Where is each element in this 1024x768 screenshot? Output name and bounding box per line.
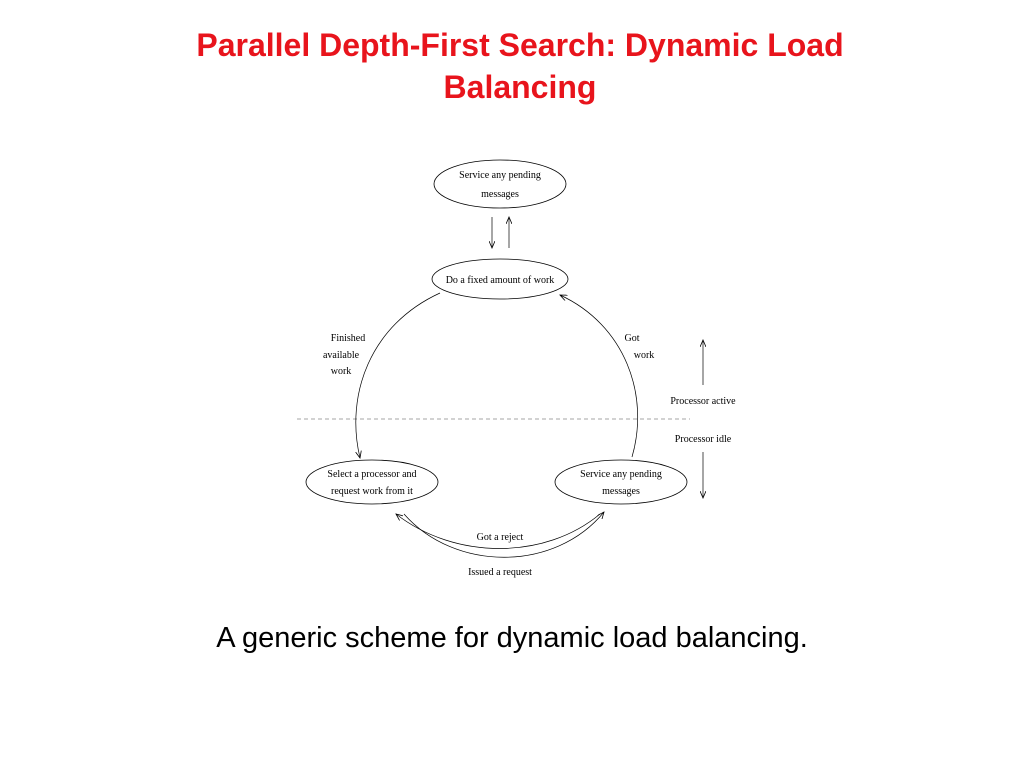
- label-got-work-line-2: work: [634, 350, 655, 361]
- slide-title-line-2: Balancing: [443, 69, 597, 105]
- node-service-bottom-line-2: messages: [602, 486, 640, 497]
- label-issued-request: Issued a request: [468, 567, 532, 578]
- label-got-work: Got work: [625, 333, 655, 361]
- node-service-top-line-1: Service any pending: [459, 170, 541, 181]
- arc-got-work: [560, 295, 639, 458]
- label-finished-line-1: Finished: [331, 333, 365, 344]
- label-finished-line-2: available: [323, 350, 360, 361]
- arc-issued-request: [403, 512, 604, 558]
- label-processor-idle: Processor idle: [675, 434, 732, 445]
- node-service-bottom: Service any pending messages: [554, 459, 688, 505]
- slide-caption: A generic scheme for dynamic load balanc…: [216, 622, 808, 654]
- node-do-work-ellipse: [431, 258, 569, 300]
- node-do-work-label: Do a fixed amount of work: [446, 275, 555, 286]
- label-got-reject: Got a reject: [477, 532, 524, 543]
- node-service-bottom-line-1: Service any pending: [580, 469, 662, 480]
- node-select-processor-line-1: Select a processor and: [327, 469, 416, 480]
- label-finished-work: Finished available work: [323, 333, 365, 377]
- node-do-work: Do a fixed amount of work: [431, 258, 569, 300]
- node-service-top-line-2: messages: [481, 189, 519, 200]
- node-service-bottom-ellipse: [554, 459, 688, 505]
- node-select-processor: Select a processor and request work from…: [305, 459, 439, 505]
- arc-finished-work: [356, 292, 441, 458]
- node-select-processor-ellipse: [305, 459, 439, 505]
- slide-title-line-1: Parallel Depth-First Search: Dynamic Loa…: [196, 27, 844, 63]
- node-service-top: Service any pending messages: [433, 159, 567, 209]
- node-select-processor-line-2: request work from it: [331, 486, 413, 497]
- label-processor-active: Processor active: [670, 396, 736, 407]
- slide-title: Parallel Depth-First Search: Dynamic Loa…: [80, 24, 960, 108]
- label-finished-line-3: work: [331, 366, 352, 377]
- label-got-work-line-1: Got: [625, 333, 640, 344]
- node-service-top-ellipse: [433, 159, 567, 209]
